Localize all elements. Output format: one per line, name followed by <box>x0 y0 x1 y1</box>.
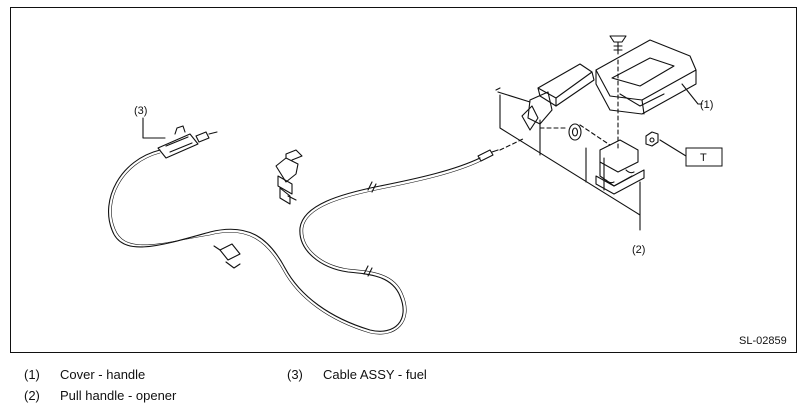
cover-handle <box>595 39 697 115</box>
legend-number: (3) <box>287 367 303 382</box>
legend-item: (3) Cable ASSY - fuel <box>287 367 427 382</box>
cable-break-mark <box>363 265 373 277</box>
torque-leader <box>659 139 687 157</box>
legend-number: (2) <box>24 388 40 403</box>
assembly-line <box>579 124 611 146</box>
screw <box>609 35 627 55</box>
nut <box>645 131 659 147</box>
torque-box <box>685 147 723 167</box>
figure-code: SL-02859 <box>739 335 787 347</box>
callout-2-label: (2) <box>632 244 645 256</box>
cable-clamp <box>275 149 303 205</box>
legend-item: (2) Pull handle - opener <box>24 388 176 403</box>
cable-break-mark <box>367 181 377 193</box>
callout-3-leader <box>142 117 166 139</box>
callout-1-leader <box>681 83 703 105</box>
collar <box>568 123 582 141</box>
pull-handle <box>495 63 595 131</box>
cable-clip <box>213 243 241 269</box>
handle-bracket <box>595 139 645 195</box>
torque-label: T <box>700 152 707 164</box>
legend-item: (1) Cover - handle <box>24 367 145 382</box>
callout-1-label: (1) <box>700 99 713 111</box>
diagram-frame <box>10 7 797 353</box>
legend-text: Cover - handle <box>60 367 146 382</box>
cable-end-fitting <box>477 149 499 162</box>
legend-text: Cable ASSY - fuel <box>323 367 427 382</box>
callout-3-label: (3) <box>134 105 147 117</box>
legend-number: (1) <box>24 367 40 382</box>
fuel-cable <box>108 149 481 332</box>
fuel-lid-actuator <box>157 125 218 159</box>
parts-diagram: (3) (1) (2) T SL-02859 <box>10 7 797 353</box>
opener-base-plate <box>499 94 641 216</box>
legend-text: Pull handle - opener <box>60 388 177 403</box>
assembly-line <box>499 137 526 151</box>
